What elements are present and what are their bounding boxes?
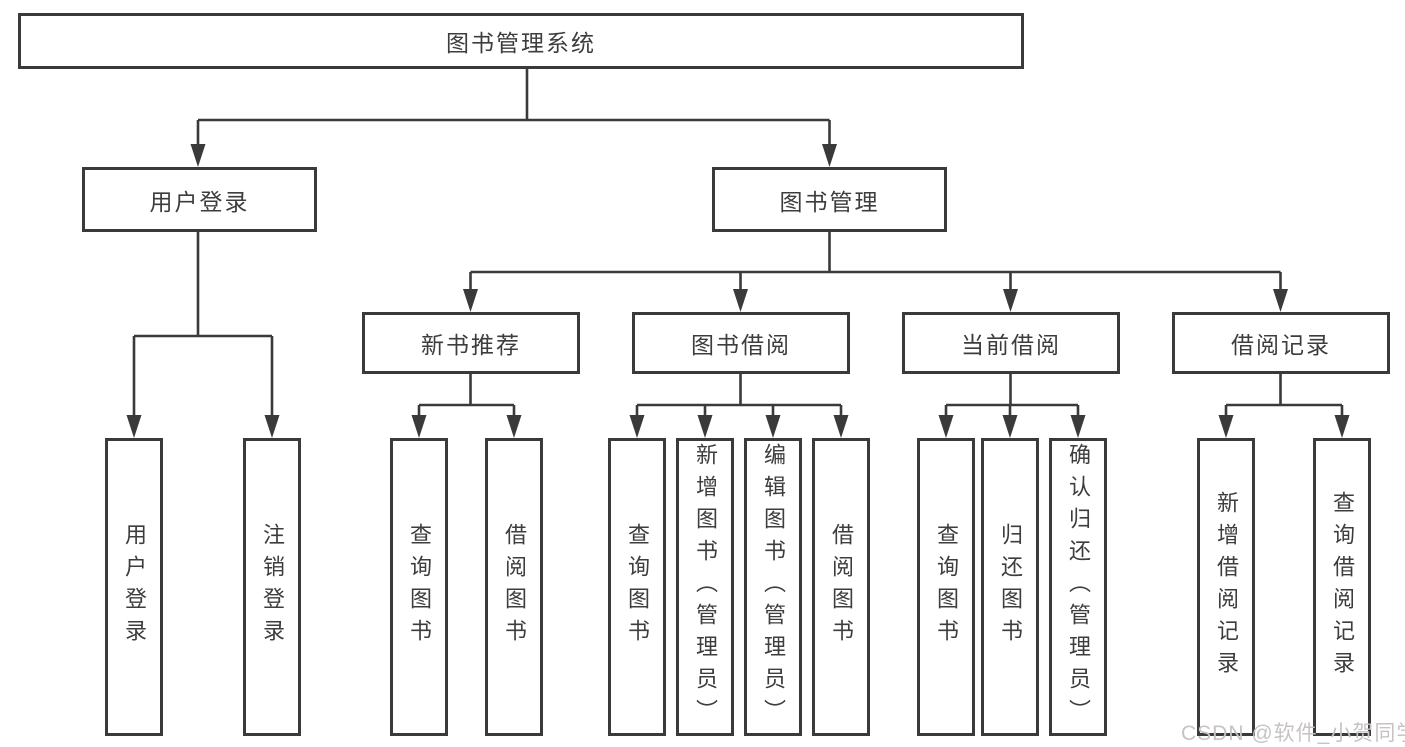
node-label: 当前借阅 [961,332,1061,358]
node-new-book-recommend: 新书推荐 [362,312,580,374]
leaf-add-book-admin: 新增图书（管理员） [676,438,734,736]
node-label: 归还图书 [998,523,1023,651]
leaf-add-borrow-record: 新增借阅记录 [1197,438,1255,736]
leaf-query-borrow-record: 查询借阅记录 [1313,438,1371,736]
leaf-confirm-return-admin: 确认归还（管理员） [1049,438,1107,736]
node-label: 用户登录 [122,523,147,651]
node-book-management: 图书管理 [712,167,947,232]
node-label: 借阅记录 [1231,332,1331,358]
node-user-login: 用户登录 [82,167,317,232]
node-label: 图书管理 [779,188,880,215]
node-label: 查询图书 [407,523,432,651]
leaf-query-books-recommend: 查询图书 [390,438,448,736]
watermark: CSDN @软件_小贺同学 [1181,722,1405,745]
node-label: 确认归还（管理员） [1066,443,1091,731]
node-label: 编辑图书（管理员） [761,443,786,731]
arrowhead-icons [126,144,1350,438]
node-label: 查询图书 [625,523,650,651]
node-label: 查询图书 [934,523,959,651]
node-label: 借阅图书 [829,523,854,651]
connector-paths [132,69,1344,417]
node-book-borrow: 图书借阅 [632,312,850,374]
leaf-user-login: 用户登录 [105,438,163,736]
node-label: 图书借阅 [691,332,791,358]
node-label: 用户登录 [149,188,250,215]
leaf-borrow-books-recommend: 借阅图书 [485,438,543,736]
leaf-query-books-current: 查询图书 [917,438,975,736]
node-borrow-records: 借阅记录 [1172,312,1390,374]
node-label: 新增借阅记录 [1214,491,1239,683]
node-label: 借阅图书 [502,523,527,651]
node-label: 新书推荐 [421,332,521,358]
node-current-borrow: 当前借阅 [902,312,1120,374]
leaf-borrow-books: 借阅图书 [812,438,870,736]
node-root: 图书管理系统 [18,13,1024,69]
node-label: 新增图书（管理员） [693,443,718,731]
leaf-edit-book-admin: 编辑图书（管理员） [744,438,802,736]
leaf-return-books: 归还图书 [981,438,1039,736]
node-label: 查询借阅记录 [1330,491,1355,683]
leaf-logout: 注销登录 [243,438,301,736]
node-label: 注销登录 [260,523,285,651]
node-root-label: 图书管理系统 [446,30,596,56]
leaf-query-books-borrow: 查询图书 [608,438,666,736]
